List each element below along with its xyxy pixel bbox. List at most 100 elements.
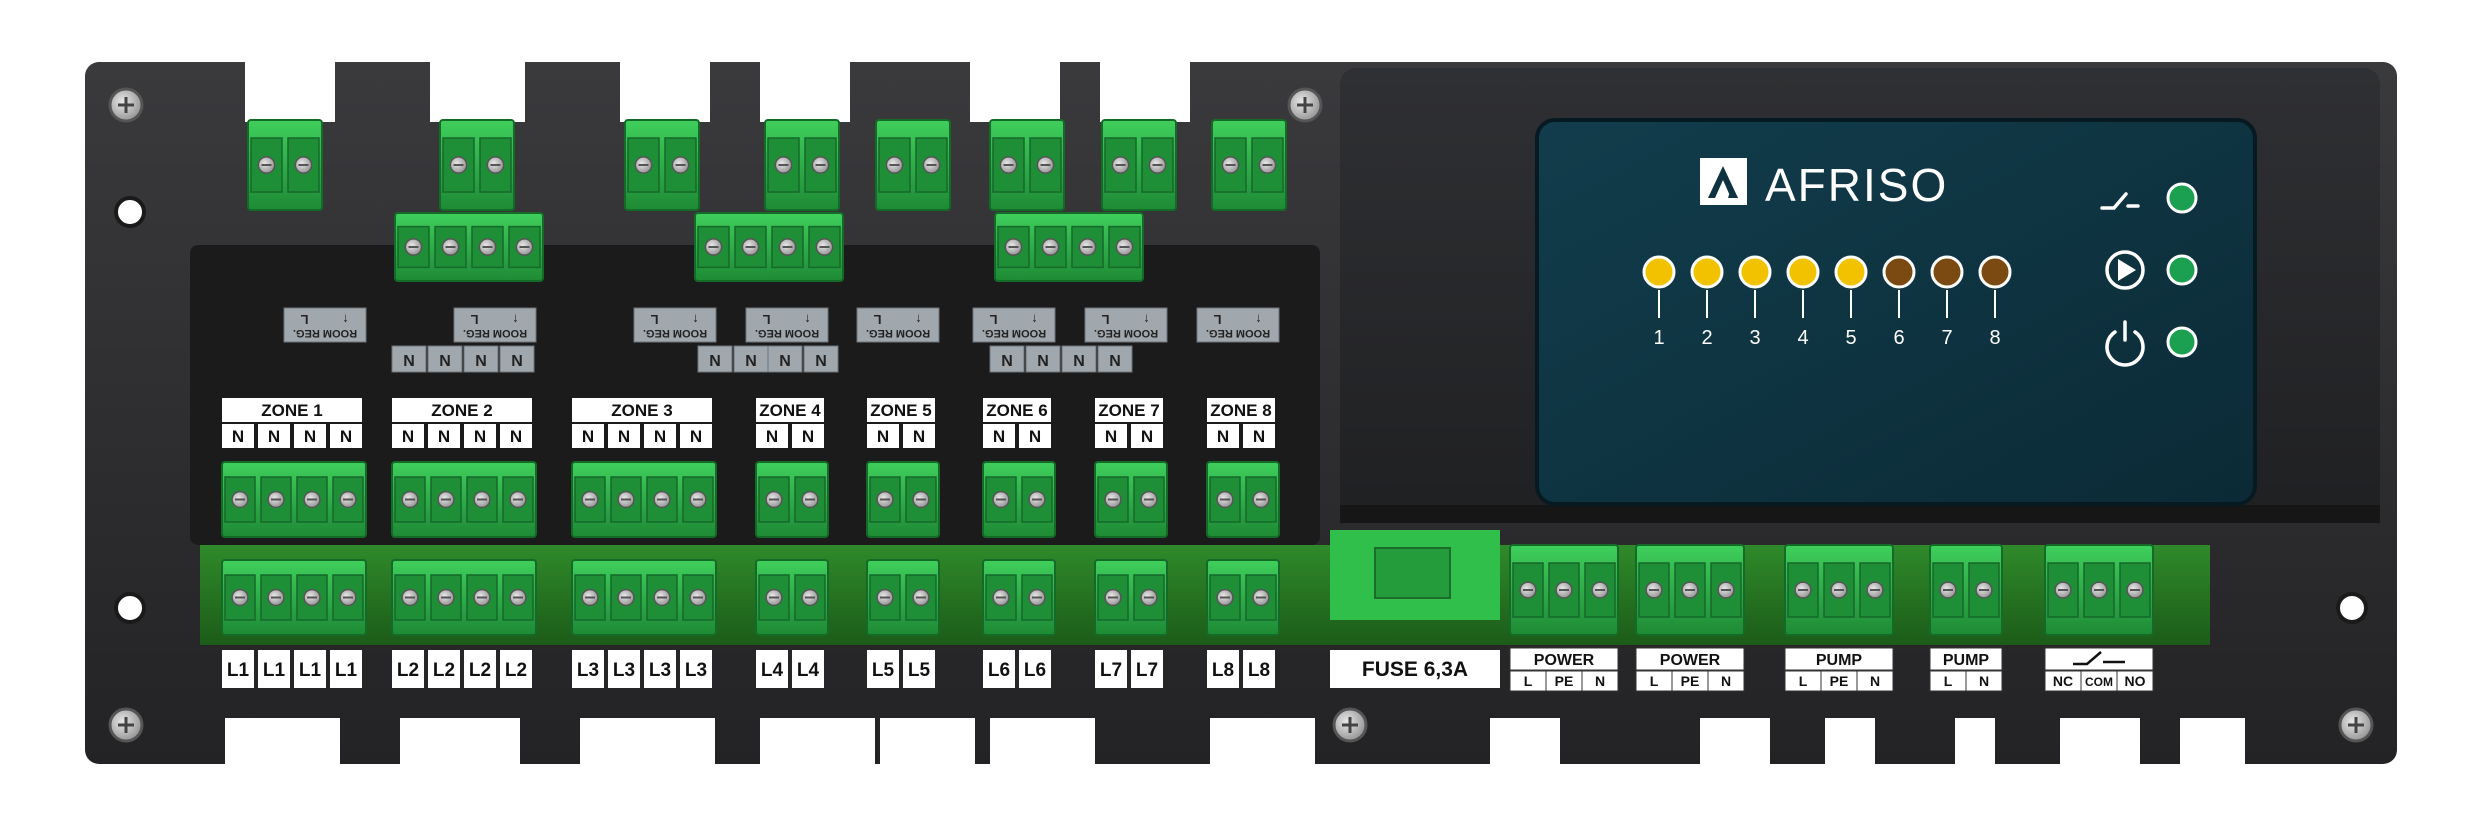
- extra-n-label: N: [1037, 353, 1049, 370]
- n-terminal-label: N: [340, 427, 352, 446]
- zone-label: ZONE 6: [986, 401, 1047, 420]
- l-terminal-label: L2: [433, 660, 455, 681]
- room-reg-label: ROOM REG.: [463, 327, 527, 339]
- led-number: 2: [1701, 327, 1712, 349]
- room-reg-pin: L: [762, 312, 770, 327]
- room-reg-terminal-6[interactable]: [989, 119, 1065, 211]
- room-reg-terminal-2[interactable]: [439, 119, 515, 211]
- n-bus-terminal-3[interactable]: [994, 212, 1144, 282]
- bottom-terminal-3[interactable]: [1784, 544, 1894, 636]
- room-reg-terminal-5[interactable]: [875, 119, 951, 211]
- l-terminal-label: L3: [685, 660, 707, 681]
- l-terminal-label: L3: [649, 660, 671, 681]
- n-terminal-label: N: [1029, 427, 1041, 446]
- zone-7-n-terminal[interactable]: [1094, 461, 1168, 538]
- zone-2-n-terminal[interactable]: [391, 461, 537, 538]
- zone-8-l-terminal[interactable]: [1206, 559, 1280, 636]
- pin-label: NO: [2125, 673, 2146, 689]
- bottom-terminal-1[interactable]: [1509, 544, 1619, 636]
- pump-icon: [2105, 250, 2145, 290]
- pin-label: N: [1979, 673, 1989, 689]
- pin-label: N: [1595, 673, 1605, 689]
- room-reg-pin: L: [300, 312, 308, 327]
- block-title: POWER: [1534, 652, 1595, 669]
- room-reg-terminal-3[interactable]: [624, 119, 700, 211]
- brand-name: AFRISO: [1765, 159, 1948, 211]
- controller-cover-shadow: [1340, 505, 2380, 523]
- l-terminal-label: L3: [613, 660, 635, 681]
- l-terminal-label: L4: [761, 660, 784, 681]
- l-terminal-label: L2: [505, 660, 527, 681]
- zone-label: ZONE 2: [431, 401, 492, 420]
- room-reg-pin: ↑: [342, 312, 349, 327]
- zone-7-l-terminal[interactable]: [1094, 559, 1168, 636]
- bottom-terminal-4[interactable]: [1929, 544, 2003, 636]
- bottom-terminal-5[interactable]: [2044, 544, 2154, 636]
- n-bus-terminal-2[interactable]: [694, 212, 844, 282]
- l-terminal-label: L3: [577, 660, 599, 681]
- n-terminal-label: N: [232, 427, 244, 446]
- room-reg-pin: ↑: [915, 312, 922, 327]
- room-reg-terminal-8[interactable]: [1211, 119, 1287, 211]
- room-reg-label: ROOM REG.: [1094, 327, 1158, 339]
- room-reg-pin: ↑: [804, 312, 811, 327]
- room-reg-label: ROOM REG.: [755, 327, 819, 339]
- block-title: POWER: [1660, 652, 1721, 669]
- status-panel: [1535, 118, 2257, 506]
- pump-led: [2166, 254, 2198, 286]
- l-terminal-label: L7: [1100, 660, 1122, 681]
- bottom-terminal-2[interactable]: [1635, 544, 1745, 636]
- n-terminal-label: N: [618, 427, 630, 446]
- zone-6-l-terminal[interactable]: [982, 559, 1056, 636]
- n-bus-terminal-1[interactable]: [394, 212, 544, 282]
- zone-6-n-terminal[interactable]: [982, 461, 1056, 538]
- zone-4-n-terminal[interactable]: [755, 461, 829, 538]
- extra-n-label: N: [779, 353, 791, 370]
- pin-label: L: [1944, 673, 1953, 689]
- pin-label: L: [1524, 673, 1533, 689]
- room-reg-pin: L: [1101, 312, 1109, 327]
- zone-led-2: 2: [1690, 255, 1724, 349]
- zone-5-n-terminal[interactable]: [866, 461, 940, 538]
- zone-led-3: 3: [1738, 255, 1772, 349]
- led-number: 4: [1797, 327, 1808, 349]
- relay-status: [2100, 182, 2198, 214]
- extra-n-label: N: [1073, 353, 1085, 370]
- n-terminal-label: N: [690, 427, 702, 446]
- extra-n-label: N: [815, 353, 827, 370]
- upper-terminals: [247, 119, 1287, 282]
- fuse-holder: [1330, 530, 1500, 620]
- zone-1-l-terminal[interactable]: [221, 559, 367, 636]
- zone-3-l-terminal[interactable]: [571, 559, 717, 636]
- room-reg-pin: ↑: [692, 312, 699, 327]
- n-terminal-label: N: [993, 427, 1005, 446]
- n-terminal-label: N: [654, 427, 666, 446]
- l-terminal-label: L1: [227, 660, 250, 681]
- room-reg-terminal-7[interactable]: [1101, 119, 1177, 211]
- led-light: [1786, 255, 1820, 289]
- n-terminal-label: N: [877, 427, 889, 446]
- extra-n-label: N: [403, 353, 415, 370]
- room-reg-label: ROOM REG.: [1206, 327, 1270, 339]
- l-terminal-label: L8: [1248, 660, 1270, 681]
- zone-5-l-terminal[interactable]: [866, 559, 940, 636]
- relay-led: [2166, 182, 2198, 214]
- power-status: [2105, 320, 2198, 367]
- n-terminal-label: N: [913, 427, 925, 446]
- zone-4-l-terminal[interactable]: [755, 559, 829, 636]
- zone-8-n-terminal[interactable]: [1206, 461, 1280, 538]
- l-terminal-label: L5: [872, 660, 895, 681]
- zone-2-l-terminal[interactable]: [391, 559, 537, 636]
- extra-n-label: N: [1109, 353, 1121, 370]
- room-reg-terminal-1[interactable]: [247, 119, 323, 211]
- room-reg-pin: L: [470, 312, 478, 327]
- zone-1-n-terminal[interactable]: [221, 461, 367, 538]
- zone-3-n-terminal[interactable]: [571, 461, 717, 538]
- room-reg-terminal-4[interactable]: [764, 119, 840, 211]
